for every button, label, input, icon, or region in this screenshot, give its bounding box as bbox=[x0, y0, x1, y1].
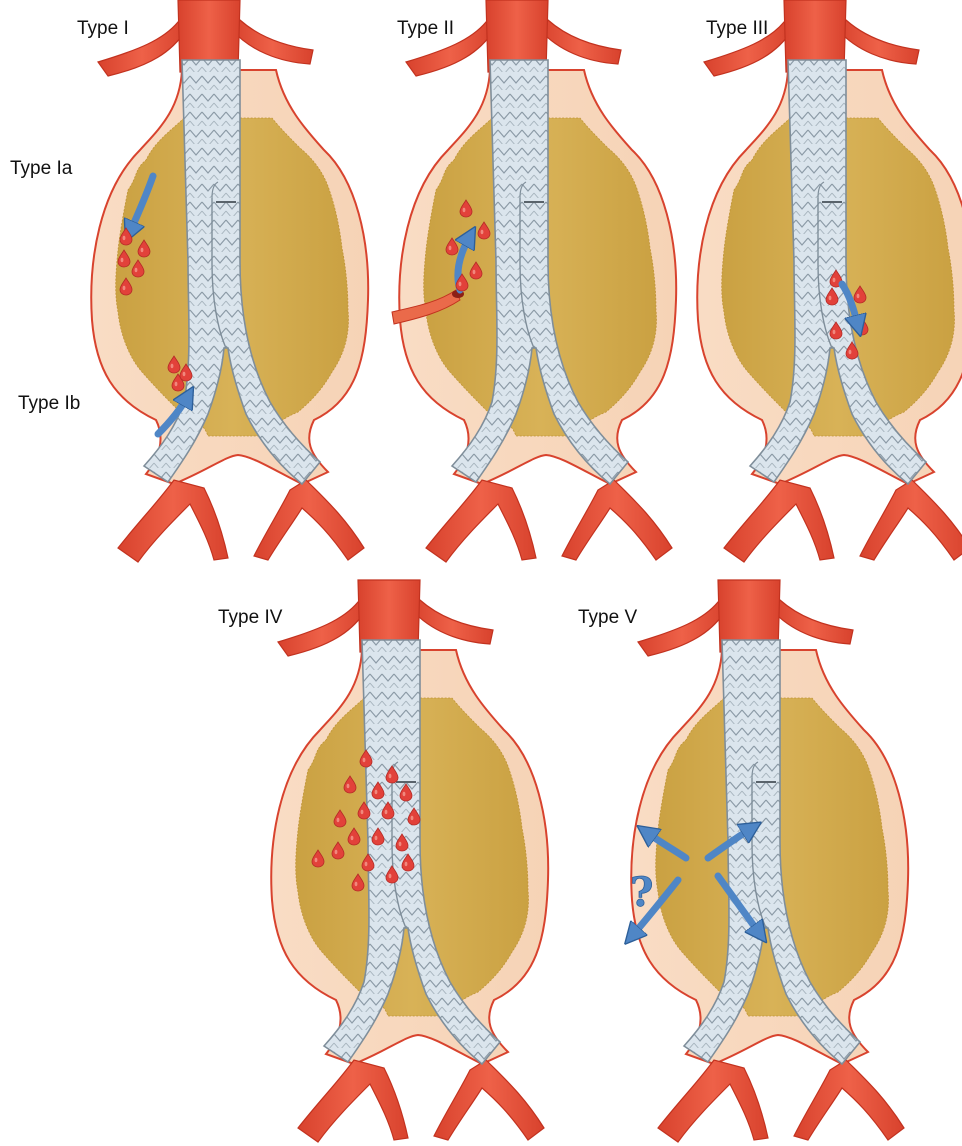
endoleak-type-i-diagram bbox=[58, 0, 358, 565]
endoleak-type-iv-diagram bbox=[238, 580, 538, 1145]
endoleak-type-iii-diagram bbox=[664, 0, 962, 565]
question-mark: ? bbox=[630, 869, 653, 916]
endoleak-type-ii-diagram bbox=[366, 0, 666, 565]
endoleak-type-v-diagram: ? bbox=[598, 580, 898, 1145]
